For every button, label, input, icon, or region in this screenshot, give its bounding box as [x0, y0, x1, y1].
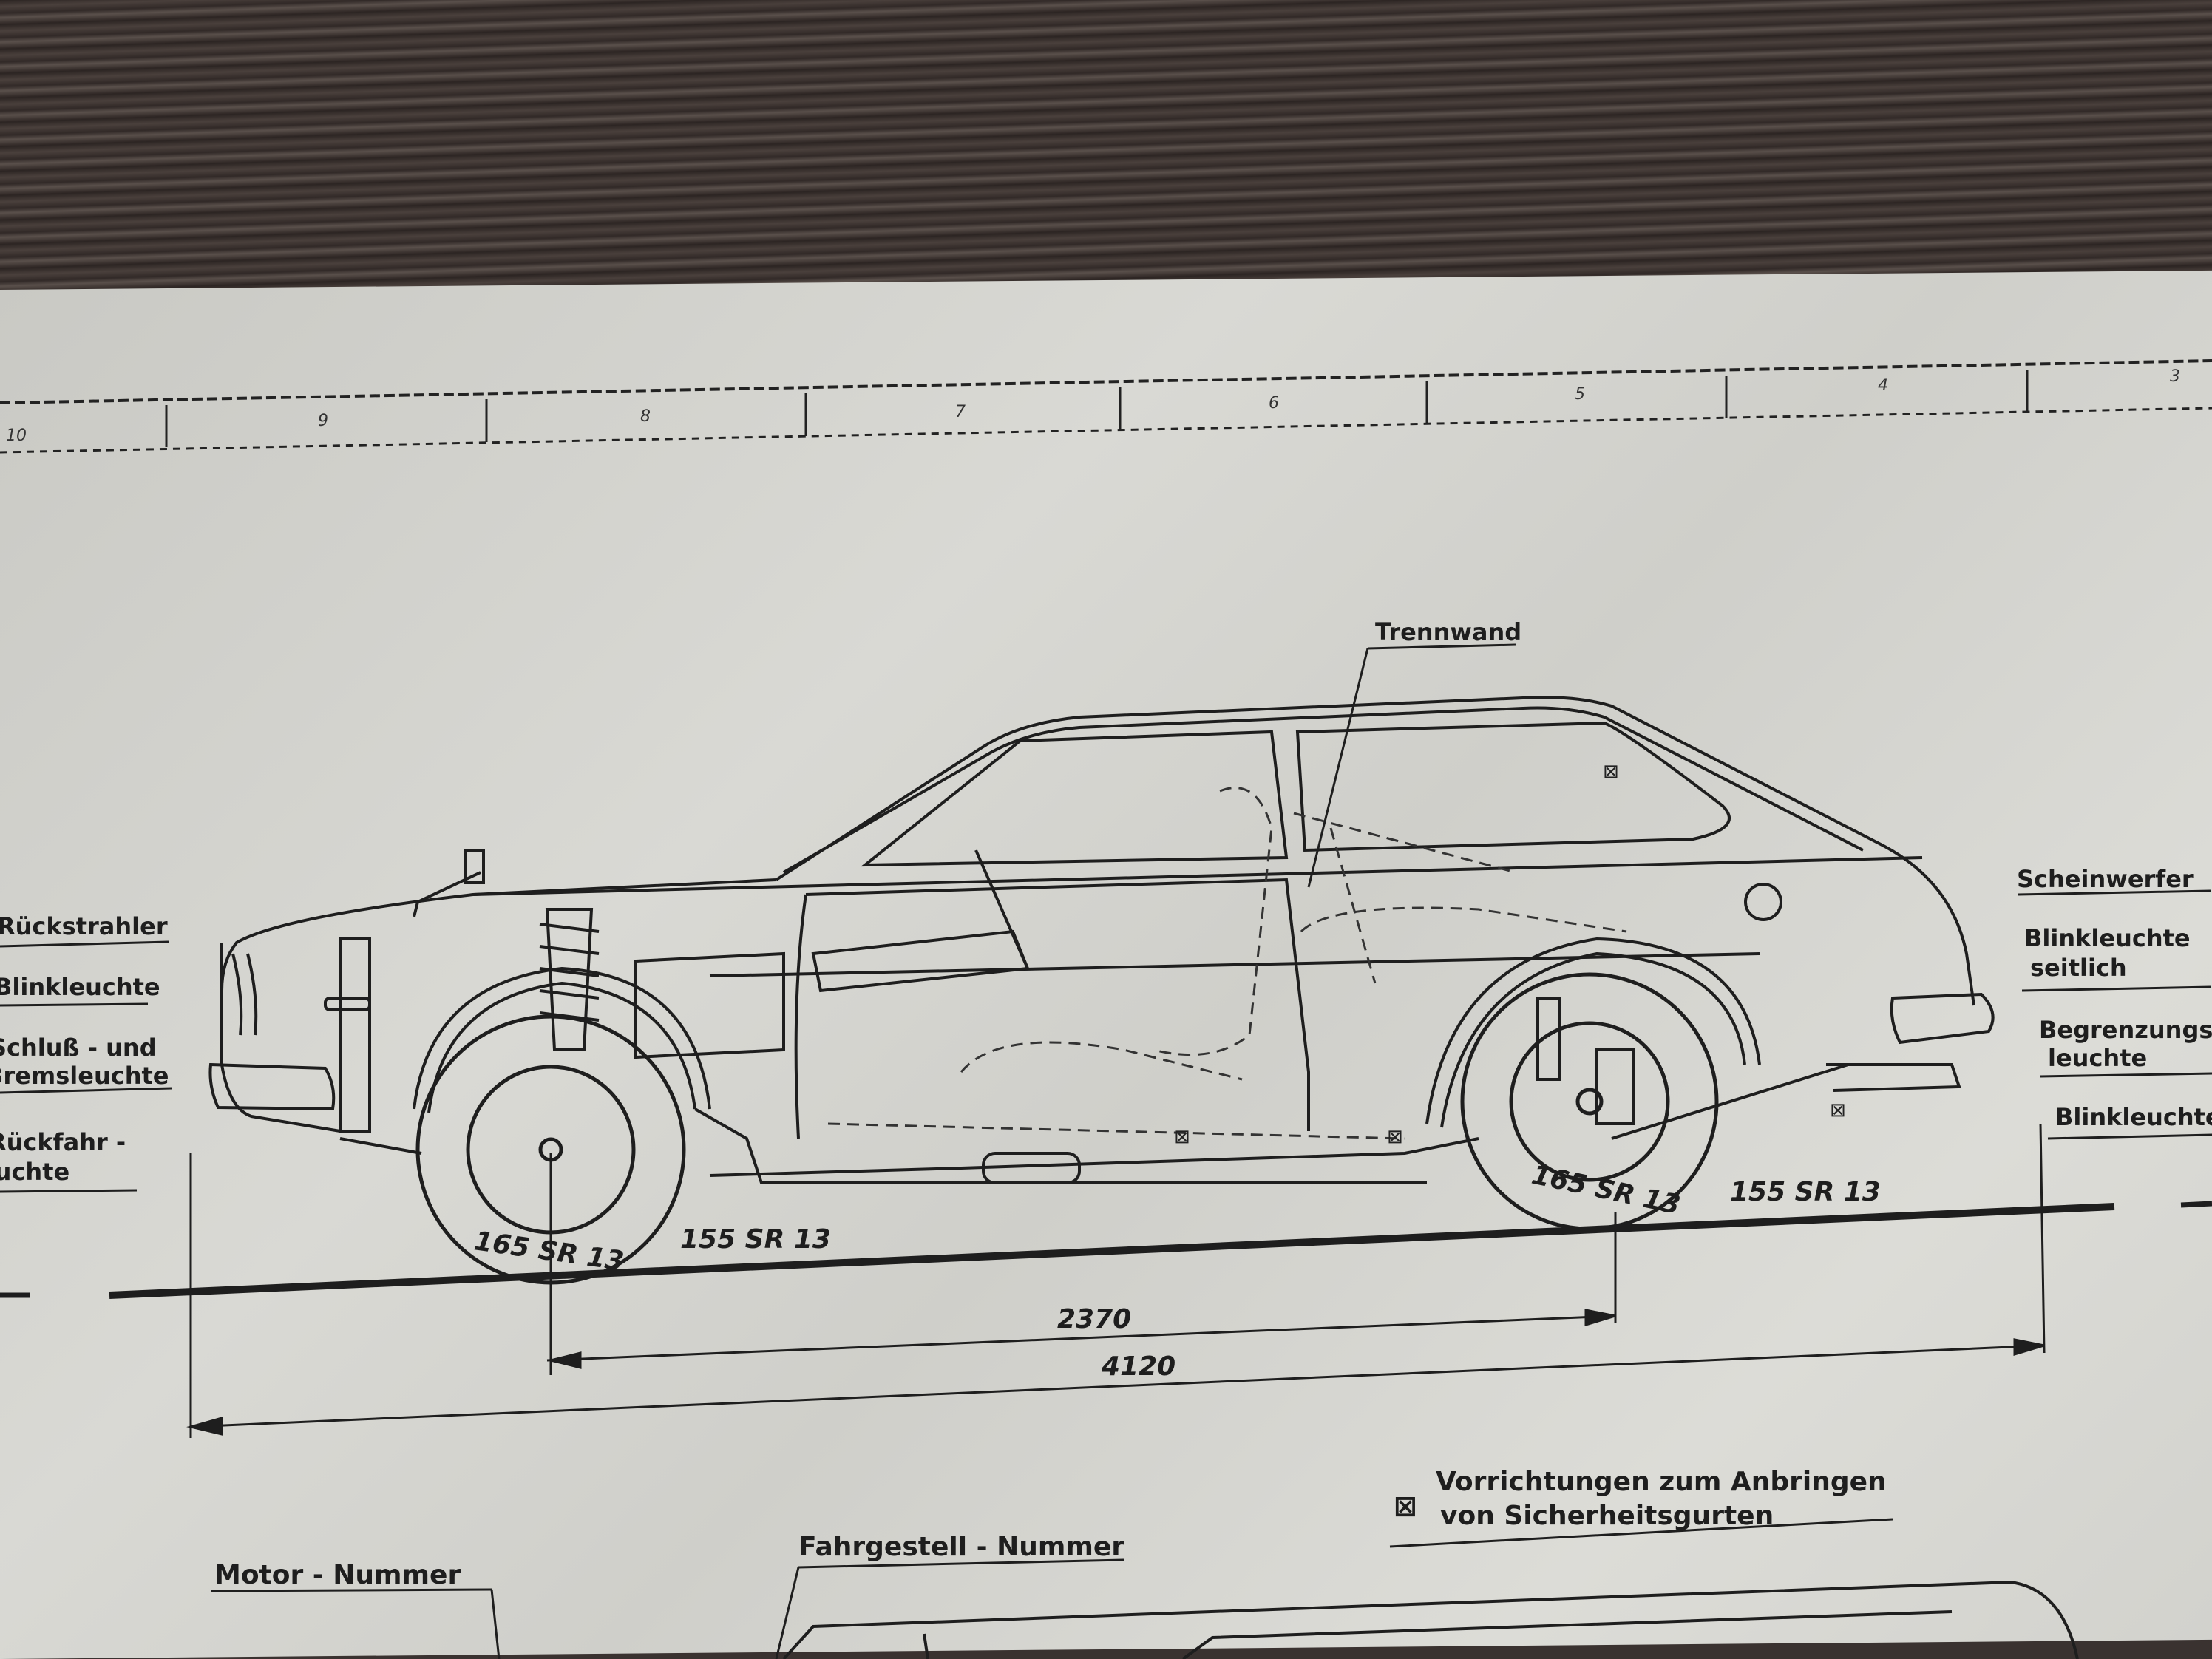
- interior-dashed: [827, 787, 1627, 1140]
- tire-label-rear: 165 SR 13: [1529, 1160, 1683, 1221]
- dimension-wheelbase: 2370: [1057, 1304, 1131, 1334]
- ruler-number: 9: [318, 412, 328, 430]
- top-ruler: [0, 359, 2212, 454]
- belt-anchor-markers: ⊠ ⊠ ⊠ ⊠: [1174, 761, 1846, 1148]
- belt-note-line1: Vorrichtungen zum Anbringen: [1436, 1467, 1887, 1497]
- belt-legend-icon: ⊠: [1394, 1490, 1417, 1522]
- ruler-number: 8: [640, 407, 651, 426]
- belt-anchor-icon: ⊠: [1830, 1099, 1846, 1122]
- callout-leaders: [0, 643, 2212, 1659]
- label-blink-seitlich-line1: Blinkleuchte: [2024, 924, 2191, 952]
- dimension-lines: [186, 1123, 2046, 1438]
- belt-anchor-icon: ⊠: [1387, 1126, 1403, 1148]
- label-blinkleuchte-right: Blinkleuchte: [2055, 1103, 2212, 1131]
- tire-labels: 165 SR 13 155 SR 13 165 SR 13 155 SR 13: [472, 1160, 1881, 1278]
- label-fahrgestell-nummer: Fahrgestell - Nummer: [798, 1532, 1124, 1562]
- belt-anchor-icon: ⊠: [1603, 761, 1619, 783]
- ground-line: [0, 1201, 2212, 1299]
- label-begrenzung-line2: leuchte: [2048, 1044, 2147, 1072]
- tire-label-front-alt: 155 SR 13: [680, 1224, 831, 1255]
- front-suspension: [539, 849, 1030, 1059]
- belt-anchor-icon: ⊠: [1174, 1126, 1190, 1148]
- label-rueckstrahler: Rückstrahler: [0, 912, 168, 940]
- ruler-number: 4: [1878, 376, 1888, 395]
- ruler-number: 5: [1575, 385, 1585, 404]
- tire-label-rear-alt: 155 SR 13: [1730, 1177, 1881, 1207]
- ruler-number: 6: [1269, 394, 1279, 413]
- label-motor-nummer: Motor - Nummer: [214, 1560, 461, 1590]
- label-scheinwerfer: Scheinwerfer: [2017, 865, 2194, 893]
- label-trennwand: Trennwand: [1375, 618, 1521, 646]
- dimension-numbers: 2370 4120: [1057, 1304, 1175, 1382]
- label-blink-seitlich-line2: seitlich: [2030, 954, 2127, 982]
- belt-note-line2: von Sicherheitsgurten: [1440, 1501, 1774, 1531]
- ruler-numbers: 10 9 8 7 6 5 4 3: [6, 367, 2180, 445]
- label-rueckfahr-line2: leuchte: [0, 1158, 69, 1186]
- ruler-number: 10: [6, 427, 27, 445]
- car-body-outline: [208, 696, 1995, 1184]
- callout-labels: Trennwand Rückstrahler Blinkleuchte Schl…: [0, 618, 2212, 1186]
- label-begrenzung-line1: Begrenzungs -: [2039, 1016, 2212, 1044]
- label-schluss-line1: Schluß - und: [0, 1034, 157, 1062]
- bottom-notes: ⊠ Vorrichtungen zum Anbringen von Sicher…: [214, 1467, 1887, 1590]
- label-rueckfahr-line1: Rückfahr -: [0, 1128, 126, 1156]
- ruler-number: 7: [955, 403, 966, 421]
- rear-suspension: [1536, 997, 1849, 1140]
- dimension-length: 4120: [1101, 1351, 1175, 1382]
- exhaust-system: [709, 1137, 1479, 1184]
- top-view-partial: [782, 1580, 2079, 1659]
- label-schluss-line2: Bremsleuchte: [0, 1062, 169, 1090]
- label-blinkleuchte-left: Blinkleuchte: [0, 973, 160, 1001]
- ruler-number: 3: [2170, 367, 2180, 386]
